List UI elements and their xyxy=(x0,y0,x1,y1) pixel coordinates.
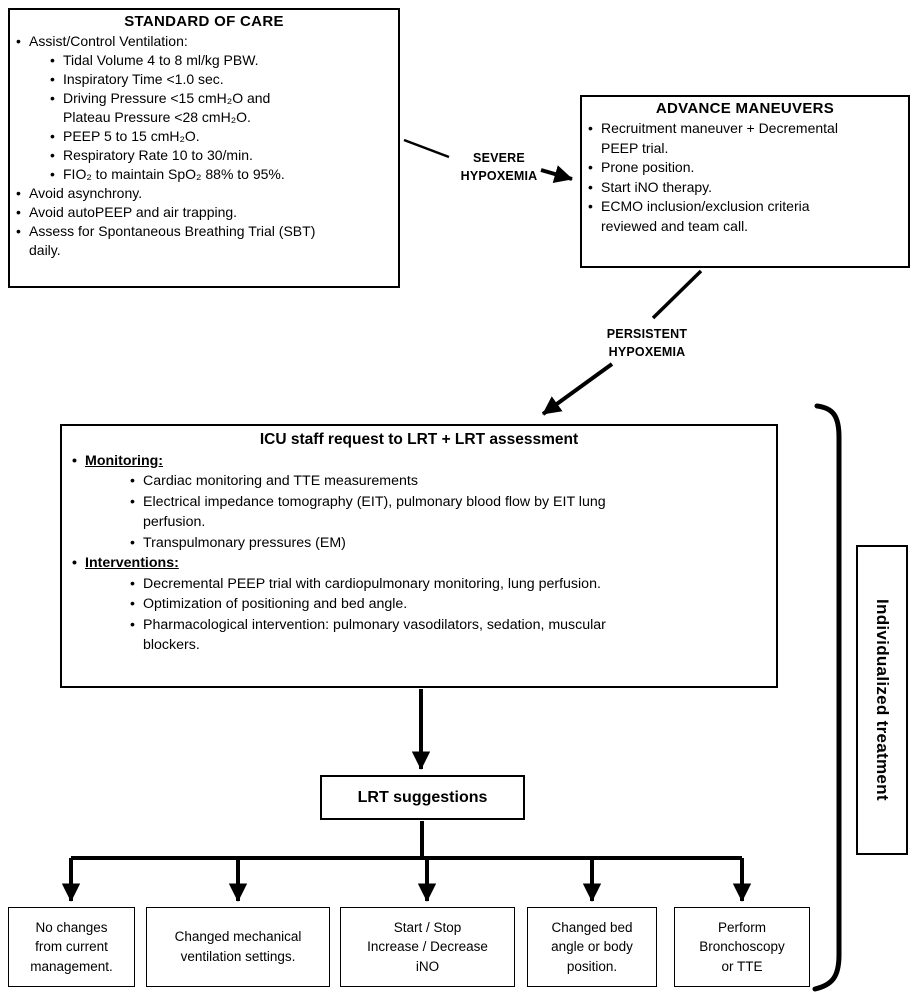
bullet-icon: • xyxy=(72,555,77,572)
lrt-suggestions-box: LRT suggestions xyxy=(320,775,525,820)
bullet-icon: • xyxy=(50,71,55,88)
bullet-icon: • xyxy=(50,90,55,107)
bullet-icon: • xyxy=(588,198,593,215)
advance-maneuvers-list: • Recruitment maneuver + Decremental PEEP… xyxy=(582,118,908,241)
list-item: • PEEP 5 to 15 cmH₂O. xyxy=(50,127,390,146)
standard-of-care-box: STANDARD OF CARE • Assist/Control Ventila… xyxy=(8,8,400,288)
bullet-icon: • xyxy=(130,616,135,633)
bullet-icon: • xyxy=(130,473,135,490)
outcome-bronchoscopy-tte-box: Perform Bronchoscopy or TTE xyxy=(674,907,810,987)
list-item-text: PEEP 5 to 15 cmH₂O. xyxy=(63,128,200,145)
icu-assessment-list: • Monitoring: • Cardiac monitoring and TTE … xyxy=(62,450,776,659)
list-item-text: Cardiac monitoring and TTE measurements xyxy=(143,473,418,490)
list-item-text: Tidal Volume 4 to 8 ml/kg PBW. xyxy=(63,52,259,69)
standard-of-care-title: STANDARD OF CARE xyxy=(124,13,284,30)
outcome-no-changes-box: No changes from current management. xyxy=(8,907,135,987)
icu-assessment-box: ICU staff request to LRT + LRT assessmen… xyxy=(60,424,778,688)
bullet-icon: • xyxy=(72,453,77,469)
bullet-icon: • xyxy=(130,575,135,592)
list-item-text: Pharmacological intervention: pulmonary … xyxy=(143,616,606,653)
list-item: • Tidal Volume 4 to 8 ml/kg PBW. xyxy=(50,51,390,70)
severe-hypoxemia-label: SEVERE HYPOXEMIA xyxy=(460,151,538,183)
list-item-text: Avoid autoPEEP and air trapping. xyxy=(29,204,238,221)
list-item: • Prone position. xyxy=(588,158,900,178)
bullet-icon: • xyxy=(16,204,21,221)
list-item-text: Optimization of positioning and bed angl… xyxy=(143,596,408,613)
outcome-text: Perform Bronchoscopy or TTE xyxy=(699,919,785,974)
bullet-icon: • xyxy=(16,223,21,240)
bullet-icon: • xyxy=(588,178,593,195)
bullet-icon: • xyxy=(130,534,135,551)
list-item-text: Inspiratory Time <1.0 sec. xyxy=(63,71,224,88)
connector-soc-to-severe xyxy=(403,138,450,159)
outcome-text: Start / Stop Increase / Decrease iNO xyxy=(367,919,488,974)
list-item: • Pharmacological intervention: pulmonary… xyxy=(130,615,768,656)
bullet-icon: • xyxy=(130,493,135,510)
list-item-text: Assess for Spontaneous Breathing Trial (… xyxy=(29,223,316,259)
list-item: • Avoid asynchrony. xyxy=(16,184,390,203)
outcome-ino-box: Start / Stop Increase / Decrease iNO xyxy=(340,907,515,987)
list-item: • FIO₂ to maintain SpO₂ 88% to 95%. xyxy=(50,165,390,184)
individualized-treatment-label: Individualized treatment xyxy=(873,599,892,801)
persistent-hypoxemia-label: PERSISTENT HYPOXEMIA xyxy=(606,327,688,359)
bullet-icon: • xyxy=(50,52,55,69)
list-item: • Cardiac monitoring and TTE measurements xyxy=(130,471,768,491)
list-item-text: Monitoring: xyxy=(85,453,164,469)
advance-maneuvers-title: ADVANCE MANEUVERS xyxy=(655,100,835,117)
list-item-text: ECMO inclusion/exclusion criteria review… xyxy=(601,198,810,234)
list-item: • Assist/Control Ventilation: xyxy=(16,32,390,51)
list-item: • Transpulmonary pressures (EM) xyxy=(130,533,768,553)
list-item: • Avoid autoPEEP and air trapping. xyxy=(16,203,390,222)
connector-advance-to-persistent xyxy=(651,269,703,320)
arrow-persistent-to-icu xyxy=(541,362,614,416)
list-item: • Monitoring: xyxy=(72,451,768,471)
list-item: • Inspiratory Time <1.0 sec. xyxy=(50,70,390,89)
list-item-text: Electrical impedance tomography (EIT), p… xyxy=(143,493,606,531)
list-item-text: Prone position. xyxy=(601,159,695,176)
outcome-bed-position-box: Changed bed angle or body position. xyxy=(527,907,657,987)
bullet-icon: • xyxy=(50,147,55,164)
list-item: • Decremental PEEP trial with cardiopulmo… xyxy=(130,574,768,594)
bullet-icon: • xyxy=(588,120,593,136)
bullet-icon: • xyxy=(16,33,21,49)
list-item: • Respiratory Rate 10 to 30/min. xyxy=(50,146,390,165)
advance-maneuvers-box: ADVANCE MANEUVERS • Recruitment maneuver … xyxy=(580,95,910,268)
list-item-text: Transpulmonary pressures (EM) xyxy=(143,534,346,551)
bullet-icon: • xyxy=(50,166,55,183)
list-item-text: Interventions: xyxy=(85,555,179,572)
list-item: • Start iNO therapy. xyxy=(588,178,900,198)
individualized-treatment-box: Individualized treatment xyxy=(856,545,908,855)
list-item-text: Assist/Control Ventilation: xyxy=(29,33,188,49)
outcome-ventilation-settings-box: Changed mechanical ventilation settings. xyxy=(146,907,330,987)
icu-assessment-title: ICU staff request to LRT + LRT assessmen… xyxy=(259,431,579,448)
list-item: • Driving Pressure <15 cmH₂O and Plateau … xyxy=(50,89,390,127)
outcome-text: Changed mechanical ventilation settings. xyxy=(174,929,302,964)
bullet-icon: • xyxy=(50,128,55,145)
list-item-text: Start iNO therapy. xyxy=(601,178,713,195)
outcome-text: Changed bed angle or body position. xyxy=(551,919,633,974)
bullet-icon: • xyxy=(16,185,21,202)
list-item: • Interventions: xyxy=(72,553,768,573)
list-item-text: Recruitment maneuver + Decremental PEEP … xyxy=(601,120,838,156)
list-item: • Electrical impedance tomography (EIT), … xyxy=(130,492,768,533)
list-item: • Recruitment maneuver + Decremental PEEP… xyxy=(588,119,900,158)
outcome-text: No changes from current management. xyxy=(30,919,113,974)
list-item-text: Driving Pressure <15 cmH₂O and Plateau P… xyxy=(63,90,271,126)
list-item-text: FIO₂ to maintain SpO₂ 88% to 95%. xyxy=(63,166,285,183)
standard-of-care-list: • Assist/Control Ventilation: • Tidal Volum… xyxy=(10,31,398,264)
bracket-right xyxy=(812,403,842,992)
list-item: • ECMO inclusion/exclusion criteria revie… xyxy=(588,197,900,236)
bullet-icon: • xyxy=(130,596,135,613)
bullet-icon: • xyxy=(588,159,593,176)
list-item-text: Avoid asynchrony. xyxy=(29,185,143,202)
list-item-text: Respiratory Rate 10 to 30/min. xyxy=(63,147,253,164)
list-item-text: Decremental PEEP trial with cardiopulmon… xyxy=(143,575,601,592)
lrt-suggestions-title: LRT suggestions xyxy=(357,788,488,806)
list-item: • Assess for Spontaneous Breathing Trial … xyxy=(16,222,390,260)
list-item: • Optimization of positioning and bed ang… xyxy=(130,594,768,614)
